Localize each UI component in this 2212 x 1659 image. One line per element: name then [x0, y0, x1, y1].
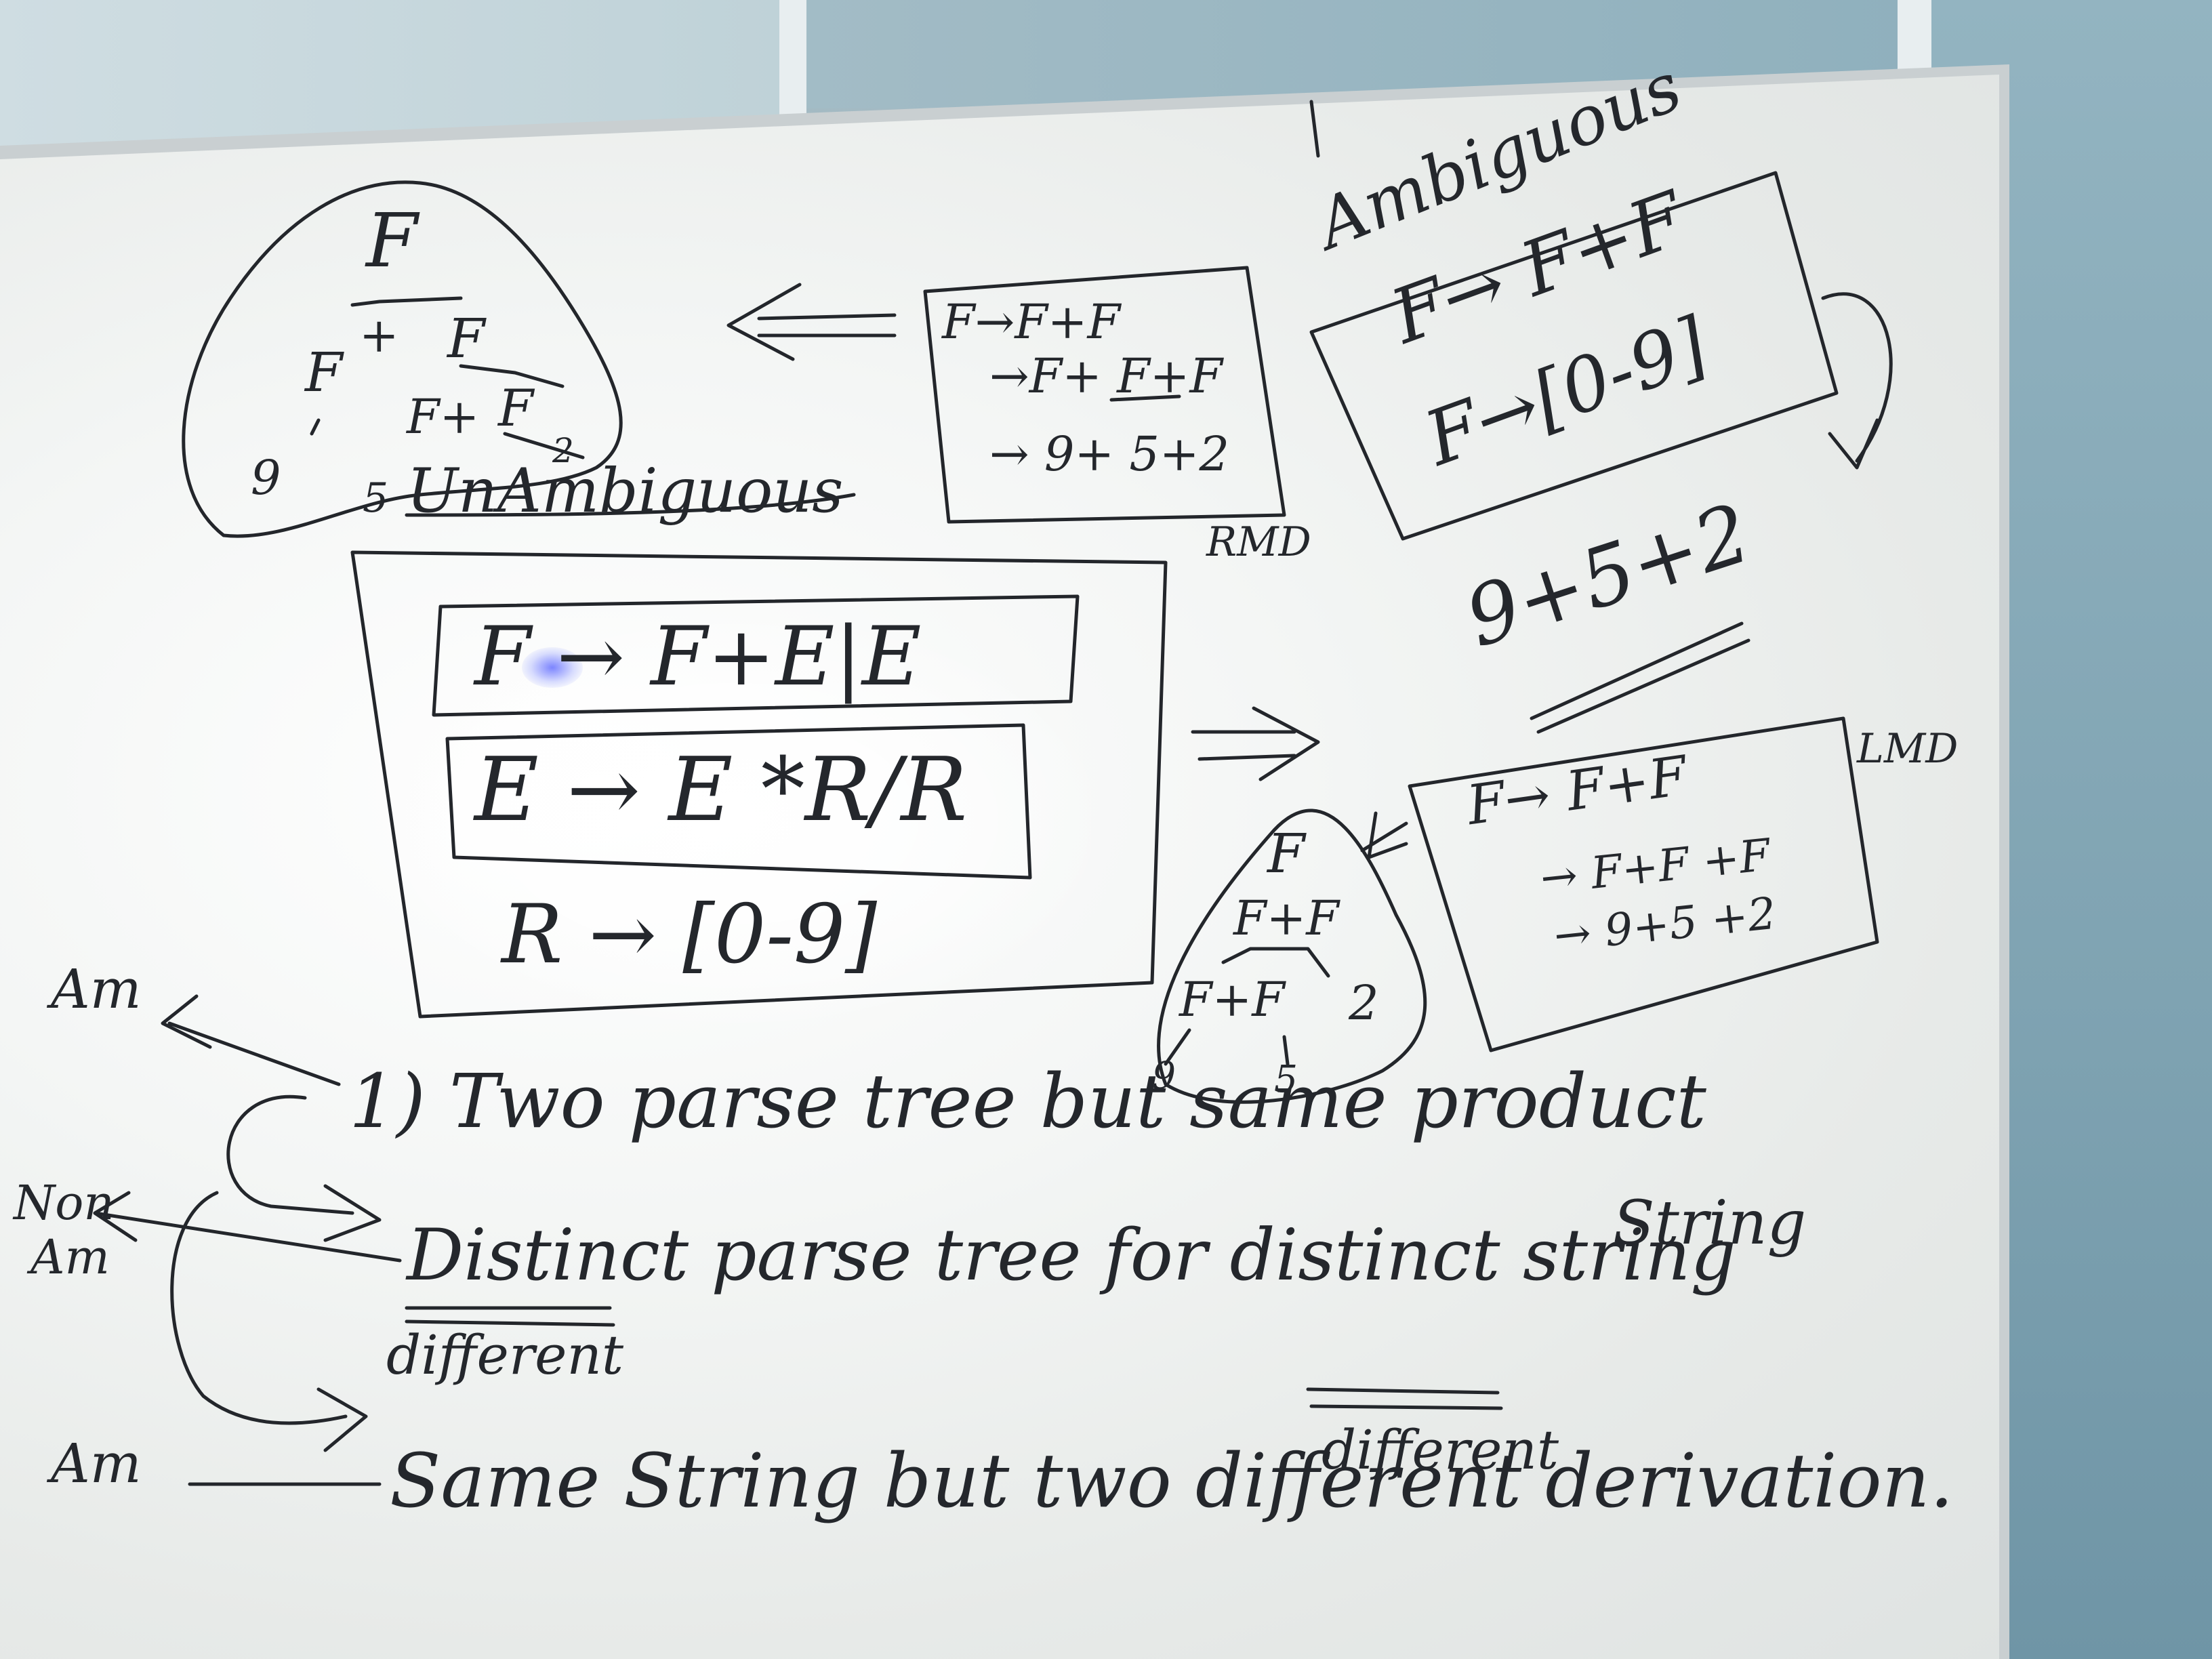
arrow-non-am — [93, 1191, 402, 1263]
tree-node: F+F — [1179, 972, 1285, 1027]
tree-branch — [1221, 947, 1330, 978]
double-arrow-left-small — [1360, 811, 1408, 859]
tree-outline-top-left — [182, 180, 623, 538]
tree-branch — [310, 418, 321, 436]
window-mullion — [779, 0, 806, 122]
am-label-1: Am — [51, 958, 142, 1021]
curved-arrow — [1821, 292, 1893, 470]
bracket-curve — [170, 1191, 368, 1452]
underline — [1109, 394, 1181, 402]
tree-leaf: 5 — [363, 474, 389, 522]
non-am-label-top: Non — [14, 1175, 115, 1231]
tree-node: F+F — [1233, 890, 1339, 946]
tree-leaf: 9 — [251, 450, 281, 506]
light-reflection — [522, 647, 583, 688]
note-point-2: Distinct parse tree for distinct string — [407, 1214, 1736, 1296]
underline-distinct-2 — [1306, 1387, 1503, 1410]
tree-node: F+ — [407, 389, 480, 445]
lmd-box-outline — [1408, 716, 1879, 1052]
tree-leaf: 5 — [1274, 1057, 1298, 1101]
lmd-label: LMD — [1857, 725, 1959, 773]
tree-node-root: F — [366, 197, 418, 284]
note-point-1-cont: String — [1613, 1187, 1807, 1258]
rule-highlight-2 — [445, 723, 1032, 880]
tree-branch — [350, 296, 463, 307]
note-point-2-alt-right: different — [1322, 1418, 1559, 1481]
expression-underline — [1530, 621, 1750, 734]
tree-node: + — [359, 308, 399, 363]
light-glare — [380, 617, 1091, 1023]
tree-leaf: 9 — [1152, 1054, 1176, 1097]
arrow-am-1 — [161, 994, 341, 1086]
non-am-label-bottom: Am — [30, 1229, 110, 1285]
note-point-3: Same String but two different derivation… — [390, 1437, 1954, 1524]
unambiguous-rule-1: F → F+E|E — [474, 610, 922, 704]
tree-node: F — [498, 378, 534, 438]
double-arrow-right — [1191, 706, 1320, 781]
tree-branch — [459, 364, 565, 388]
tree-leaf: 2 — [552, 431, 574, 470]
underline-distinct — [405, 1306, 615, 1327]
note-point-2-alt-left: different — [386, 1324, 624, 1387]
rule-highlight-1 — [432, 594, 1080, 717]
unambiguous-title: UnAmbiguous — [407, 455, 844, 527]
double-arrow-left — [726, 283, 897, 361]
tree-branch — [1164, 1028, 1290, 1066]
am-label-2: Am — [51, 1432, 142, 1495]
unambiguous-rule-3: R → [0-9] — [501, 888, 878, 982]
tree-outline-bottom-right — [1157, 808, 1427, 1104]
tick-mark — [1309, 100, 1320, 158]
unambiguous-rule-2: E → E *R/R — [474, 738, 968, 841]
rmd-line-1: F→F+F — [942, 294, 1121, 350]
tree-node: F — [447, 307, 485, 370]
note-point-1: 1) Two parse tree but same product — [349, 1058, 1706, 1145]
tree-branch — [503, 432, 585, 459]
bracket-curve — [226, 1094, 382, 1242]
rmd-line-3: → 9+ 5+2 — [989, 426, 1230, 482]
rmd-label: RMD — [1206, 518, 1311, 566]
tree-leaf: 2 — [1349, 975, 1379, 1031]
rmd-box-outline — [923, 266, 1286, 524]
rmd-line-2: →F+ F+F — [989, 348, 1223, 404]
tree-node-root: F — [1267, 822, 1305, 885]
unambiguous-box-outline — [350, 550, 1168, 1019]
whiteboard — [0, 75, 1999, 1659]
ambiguous-box-outline — [1309, 171, 1839, 541]
underline — [405, 493, 856, 517]
tree-node: F — [305, 341, 343, 404]
